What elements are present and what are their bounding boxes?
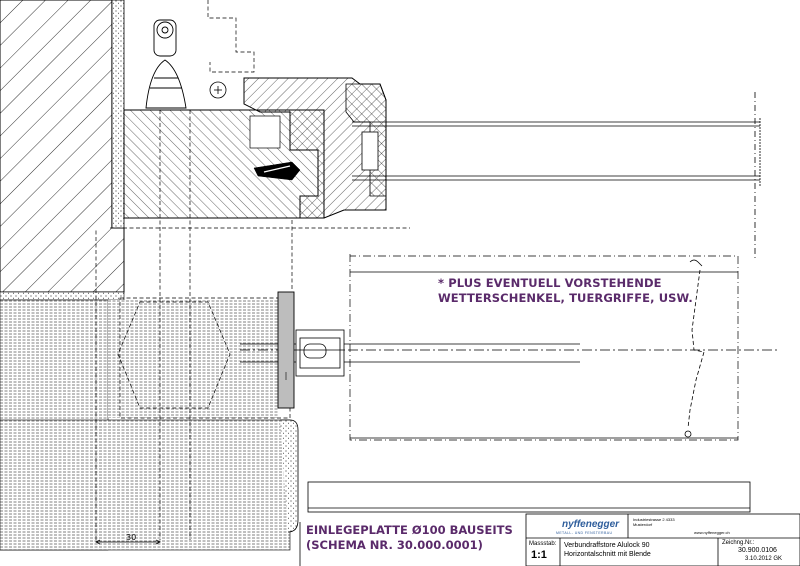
brick-area: [0, 299, 299, 551]
note-text: * PLUS EVENTUELL VORSTEHENDE WETTERSCHEN…: [438, 276, 698, 306]
drawing-no: 30.900.0106: [738, 547, 777, 554]
glazing: [352, 92, 761, 260]
insert-plate: [277, 291, 295, 409]
title-block: [525, 513, 800, 566]
alu-profile: [295, 329, 345, 377]
drawing-no-label: Zeichng.Nr.:: [722, 540, 755, 546]
bottom-lines: [95, 481, 751, 566]
window-frame: [123, 77, 387, 219]
note-line2: WETTERSCHENKEL, TUERGRIFFE, USW.: [438, 291, 693, 305]
company-web: www.nyffenegger.ch: [694, 530, 730, 535]
masonry-wall: [0, 0, 125, 293]
drawing-date: 3.10.2012 GK: [745, 556, 783, 562]
company-address: Industriestrasse 2 4333 Musterdorf: [633, 517, 675, 527]
insert-plate-callout: EINLEGEPLATTE Ø100 BAUSEITS (SCHEMA NR. …: [306, 523, 513, 553]
callout-line1: EINLEGEPLATTE Ø100 BAUSEITS: [306, 523, 513, 537]
drawing-title-line2: Horizontalschnitt mit Blende: [564, 551, 651, 558]
company-logo: nyffenegger: [562, 519, 620, 530]
company-tagline: METALL- UND FENSTERBAU: [556, 531, 613, 535]
note-line1: * PLUS EVENTUELL VORSTEHENDE: [438, 276, 662, 290]
drawing-title-line1: Verbundraffstore Alulock 90: [564, 542, 650, 549]
slat-profile: [684, 259, 705, 438]
scale-value: 1:1: [531, 549, 547, 561]
dimension-label: 30: [126, 533, 137, 542]
callout-line2: (SCHEMA NR. 30.000.0001): [306, 538, 483, 552]
hinge-bolt: [145, 19, 187, 109]
scale-label: Massstab:: [529, 541, 557, 547]
screw-symbol: [209, 81, 227, 99]
